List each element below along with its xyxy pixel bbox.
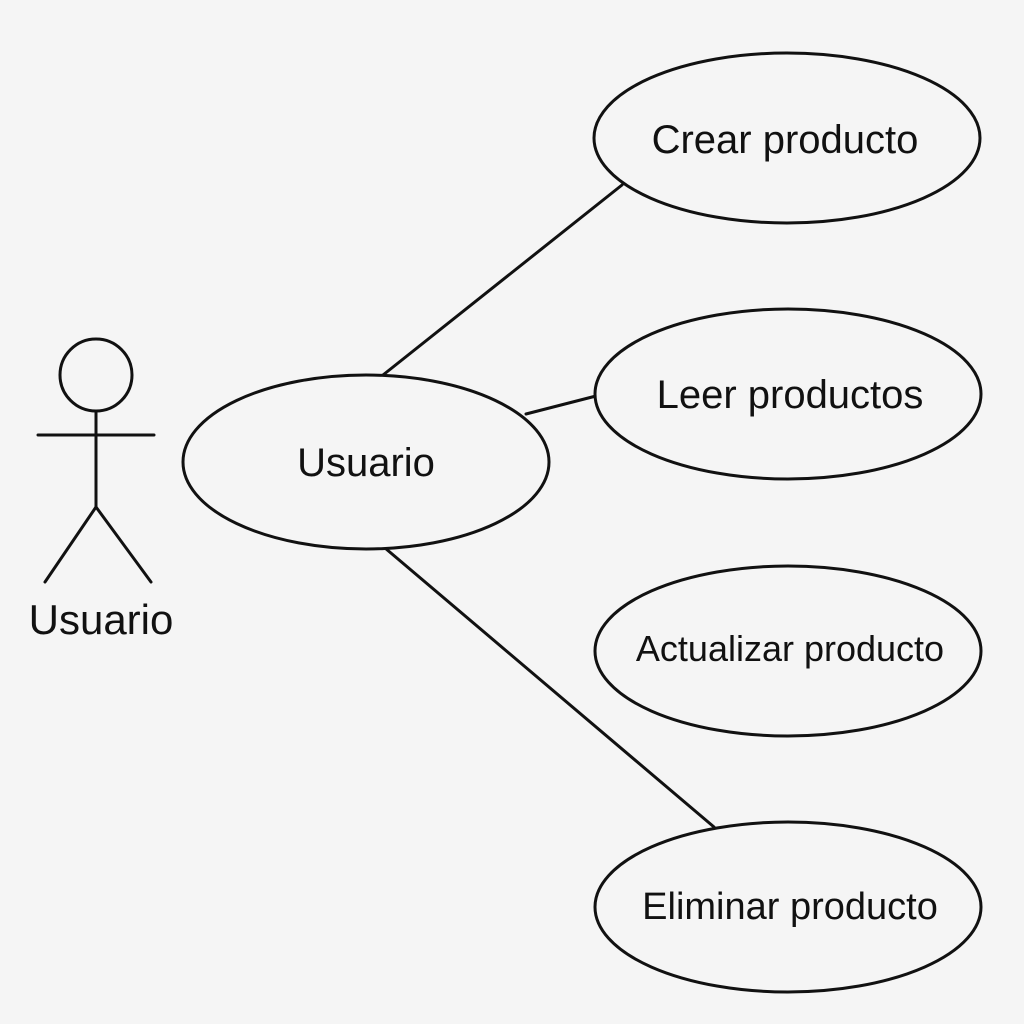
use-case-actualizar-producto: Actualizar producto: [593, 564, 983, 738]
use-case-label: Leer productos: [657, 373, 924, 417]
use-case-label: Eliminar producto: [642, 886, 938, 928]
connectors: [381, 183, 716, 829]
use-case-ellipse: [593, 564, 983, 738]
central-node: Usuario: [181, 373, 551, 551]
actor-head: [58, 337, 134, 413]
actor-figure: [36, 337, 156, 584]
central-node-label: Usuario: [297, 441, 435, 485]
connector-eliminar-producto: [383, 546, 716, 829]
use-case-crear-producto: Crear producto: [592, 51, 982, 225]
connector-leer-productos: [524, 394, 598, 416]
use-case-leer-productos: Leer productos: [593, 307, 983, 481]
actor-label: Usuario: [29, 596, 174, 643]
use-case-eliminar-producto: Eliminar producto: [593, 820, 983, 994]
use-case-label: Actualizar producto: [636, 628, 944, 669]
central-node-ellipse: [181, 373, 551, 551]
use-case-label: Crear producto: [652, 118, 919, 162]
actor-right-leg: [94, 505, 153, 584]
use-case-ellipse: [593, 820, 983, 994]
actor-left-leg: [43, 505, 98, 584]
use-case-ellipse: [593, 307, 983, 481]
use-case-ellipse: [592, 51, 982, 225]
connector-crear-producto: [381, 183, 624, 377]
